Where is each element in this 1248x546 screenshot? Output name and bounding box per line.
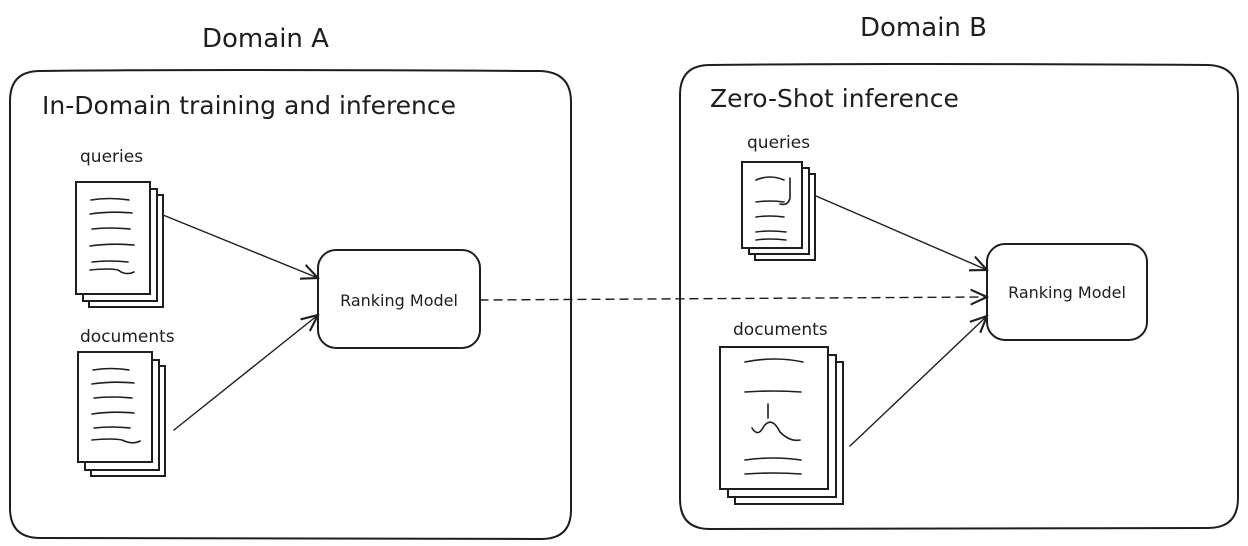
domain-b-documents-stack-icon	[719, 346, 844, 505]
domain-a-queries-label: queries	[80, 147, 143, 167]
domain-a-ranking-model-box: Ranking Model	[317, 249, 481, 349]
domain-b-ranking-model-box: Ranking Model	[986, 243, 1148, 341]
domain-a-documents-stack-icon	[77, 351, 166, 477]
arrow-documents-to-model-a	[173, 315, 318, 431]
domain-b-ranking-model-label: Ranking Model	[1008, 283, 1126, 302]
domain-b-queries-stack-icon	[741, 161, 816, 261]
arrow-documents-to-model-b	[849, 316, 987, 447]
domain-b-panel-border	[679, 63, 1239, 530]
domain-b-panel: Zero-Shot inference queries documents	[679, 63, 1239, 530]
domain-a-panel-title: In-Domain training and inference	[42, 91, 456, 120]
domain-b-panel-title: Zero-Shot inference	[710, 84, 959, 113]
domain-a-panel-border	[9, 69, 572, 540]
dashed-transfer-arrow	[479, 297, 987, 300]
domain-a-ranking-model-label: Ranking Model	[340, 291, 458, 310]
domain-b-title: Domain B	[860, 13, 987, 43]
domain-b-queries-label: queries	[747, 133, 810, 153]
domain-b-documents-label: documents	[733, 320, 828, 340]
domain-a-queries-stack-icon	[75, 181, 164, 308]
domain-a-documents-label: documents	[80, 327, 175, 347]
arrow-queries-to-model-a	[162, 214, 318, 278]
arrow-queries-to-model-b	[815, 195, 987, 270]
domain-a-title: Domain A	[202, 24, 329, 54]
domain-a-panel: In-Domain training and inference queries…	[9, 69, 572, 540]
